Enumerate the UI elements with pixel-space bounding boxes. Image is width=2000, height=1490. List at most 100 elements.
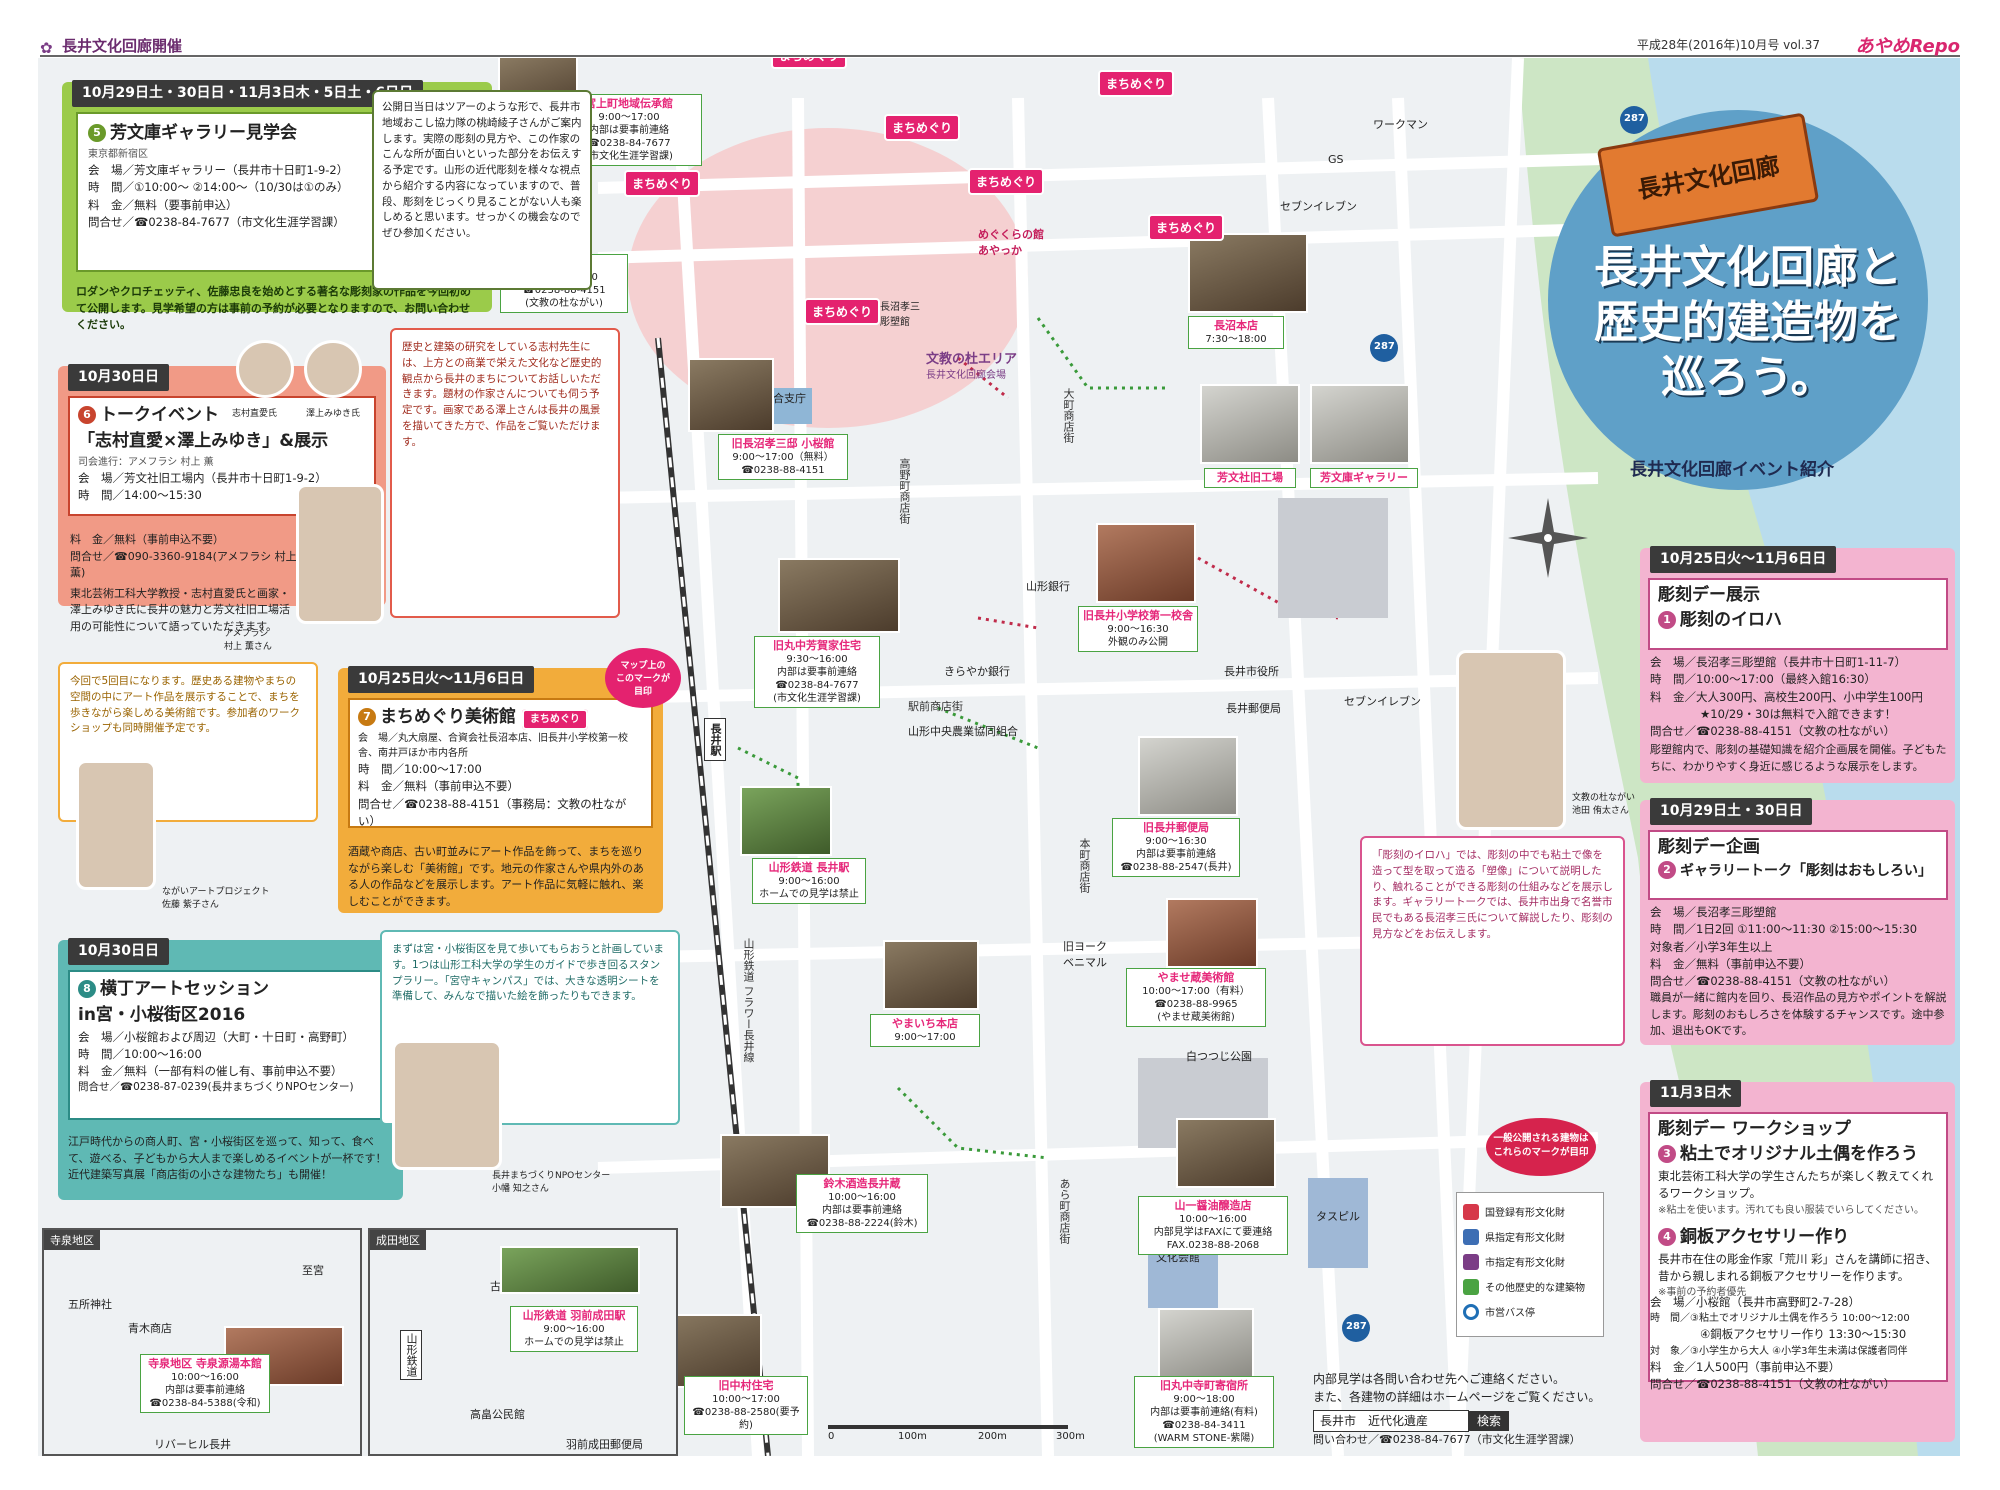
event-fee: 料 金／無料（要事前申込） [88,197,238,212]
street-takano: 高野町商店街 [898,458,911,524]
hero-title: 長井文化回廊と 歴史的建造物を 巡ろう。 [1588,240,1908,405]
event-6-note: 歴史と建築の研究をしている志村先生には、上方との商業で栄えた文化など歴史的観点か… [390,328,620,618]
building-hours: 10:00〜17:00（有料） [1142,986,1250,998]
building-info: 内部は要事前連絡 ☎0238-88-2547(長井) [1120,849,1232,874]
building-suzuki[interactable]: 鈴木酒造長井蔵 10:00〜16:00 内部は要事前連絡 ☎0238-88-22… [796,1174,928,1234]
event-venue: 会 場／小桜館および周辺（大町・十日町・高野町） [78,1029,354,1044]
photo-nagai-station [740,786,832,856]
street-aramachi: あら町商店街 [1058,1178,1071,1244]
building-terazumi[interactable]: 寺泉地区 寺泉源湯本館 10:00〜16:00 内部は要事前連絡 ☎0238-8… [140,1354,270,1414]
building-hours: 10:00〜16:00 [171,1372,239,1384]
event-moderator: 司会進行：アメフラシ 村上 薫 [78,456,214,468]
event-description: ロダンやクロチェッティ、佐藤忠良を始めとする著名な彫刻家の作品を今回初めて公開し… [76,285,472,331]
place-nagasawa: 長沼孝三 彫塑館 [880,302,920,328]
building-info: 外観のみ公開 [1108,637,1168,649]
building-teramachi[interactable]: 旧丸中寺町寄宿所 9:00〜18:00 内部は要事前連絡(有料) ☎0238-8… [1134,1376,1274,1449]
photo-hobunsha-factory [1200,384,1300,464]
building-yamaichi-shoyu[interactable]: 山一醤油醸造店 10:00〜16:00 内部見学はFAXにて要連絡 FAX.02… [1138,1196,1288,1256]
building-post-old[interactable]: 旧長井郵便局 9:00〜16:30 内部は要事前連絡 ☎0238-88-2547… [1112,818,1240,878]
route-287-markers [1342,106,1648,1342]
event-time: 時 間／14:00〜15:30 [78,487,202,502]
place-kyu-york: 旧ヨーク ベニマル [1063,940,1107,969]
event-desc-4: 長井市在住の彫金作家「荒川 彩」さんを講師に招き、昔から親しまれる銅板アクセサリ… [1658,1251,1937,1284]
event-title: ギャラリートーク「彫刻はおもしろい」 [1680,863,1932,880]
avatar-murakami [296,484,384,624]
legend-item: 市営バス停 [1463,1299,1597,1324]
event-date: 10月30日日 [68,938,169,965]
building-hobunko-gallery[interactable]: 芳文庫ギャラリー [1310,468,1418,489]
building-nakamura[interactable]: 旧中村住宅 10:00〜17:00 ☎0238-88-2580(要予約) [684,1376,808,1436]
machimeguri-tag: まちめぐり [1148,214,1225,241]
event-fee: 料 金／無料（事前申込不要） [70,533,224,546]
compass-rose [1508,498,1588,578]
event-venue: 会 場／芳文社旧工場内（長井市十日町1-9-2） [78,470,327,485]
building-haga[interactable]: 旧丸中芳賀家住宅 9:30〜16:00 内部は要事前連絡 ☎0238-84-76… [754,636,880,709]
event-contact: 問合せ／☎0238-87-0239(長井まちづくりNPOセンター) [78,1081,354,1094]
speaker-1-caption: 志村直愛氏 [232,409,278,419]
building-name: 寺泉地区 寺泉源湯本館 [148,1357,262,1370]
building-info: ☎0238-88-2580(要予約) [692,1407,800,1432]
event-r2-note: 「彫刻のイロハ」では、彫刻の中でも粘土で像を造って型を取って造る「塑像」について… [1360,836,1625,1046]
building-yamaichi[interactable]: やまいち本店 9:00〜17:00 [870,1014,980,1048]
building-hours: 7:30〜18:00 [1205,334,1267,346]
building-hours: 9:00〜16:30 [1107,624,1169,636]
event-title: 銅板アクセサリー作り [1680,1226,1850,1247]
tasupiru-block [1308,1178,1368,1268]
event-details: 会 場／長沼孝三彫塑館（長井市十日町1-11-7） 時 間／10:00〜17:0… [1650,654,1950,740]
bus-stop-icon [1463,1303,1479,1320]
event-details: 会 場／長沼孝三彫塑館 時 間／1日2回 ①11:00〜11:30 ②15:00… [1650,904,1950,990]
place-noukyo: 山形中央農業協同組合 [908,725,1018,738]
event-fee: 料 金／1人500円（事前申込不要） [1650,1359,1841,1374]
event-description: 料 金／無料（事前申込不要） 問合せ／☎090-3360-9184(アメフラシ … [70,532,298,635]
building-nagai-station[interactable]: 山形鉄道 長井駅 9:00〜16:00 ホームでの見学は禁止 [752,858,866,905]
legend-swatch-icon [1463,1228,1479,1245]
event-venue: 会 場／芳文庫ギャラリー（長井市十日町1-9-2） [88,163,349,178]
inset-label: 高畠公民館 [470,1408,525,1421]
machimeguri-badge: まちめぐり [521,709,588,730]
building-info: ☎0238-88-4151 (文教の杜ながい) [522,285,606,310]
building-name: 芳文庫ギャラリー [1320,471,1408,484]
building-yamase[interactable]: やませ蔵美術館 10:00〜17:00（有料） ☎0238-88-9965 (や… [1126,968,1266,1028]
building-narita-station[interactable]: 山形鉄道 羽前成田駅 9:00〜16:00 ホームでの見学は禁止 [510,1306,638,1353]
place-kirayaka-bank: きらやか銀行 [944,665,1010,678]
inset-label: 至宮 [302,1264,324,1277]
avatar-ikeda [1456,650,1566,830]
building-old-school[interactable]: 旧長井小学校第一校舎 9:00〜16:30 外観のみ公開 [1078,606,1198,653]
event-subtitle: 東京都新宿区 [88,149,148,161]
place-post: 長井郵便局 [1226,702,1281,715]
event-desc-3: 東北芸術工科大学の学生さんたちが楽しく教えてくれるワークショップ。 [1658,1169,1934,1201]
machimeguri-tag: まちめぐり [804,298,881,325]
event-time-2: ④銅板アクセサリー作り 13:30〜15:30 [1700,1327,1907,1342]
avatar-sato [76,760,156,890]
event-venue: 会 場／小桜館（長井市高野町2-7-28） [1650,1295,1861,1309]
search-box[interactable]: 長井市 近代化遺産 [1313,1410,1470,1432]
event-fee: 料 金／無料（一部有料の催し有、事前申込不要） [78,1064,343,1079]
legend-item: 市指定有形文化財 [1463,1249,1597,1274]
building-name: 鈴木酒造長井蔵 [823,1177,901,1190]
building-name: 旧長沼孝三邸 小桜館 [731,437,835,450]
building-kozakura[interactable]: 旧長沼孝三邸 小桜館 9:00〜17:00（無料） ☎0238-88-4151 [718,434,848,481]
event-title: まちめぐり美術館 [380,707,516,727]
event-header: 彫刻デー展示 [1658,585,1760,605]
building-hobunsha-factory[interactable]: 芳文社旧工場 [1204,468,1296,489]
event-number-badge: 2 [1658,861,1676,880]
building-hours: 10:00〜17:00 [712,1394,780,1406]
inset-title: 成田地区 [370,1230,426,1250]
event-5-note: 公開日当日はツアーのような形で、長井市地域おこし協力隊の桃崎綾子さんがご案内しま… [372,90,592,290]
building-info: 内部は要事前連絡 ☎0238-88-2224(鈴木) [806,1205,918,1230]
map-mark-bubble: マップ上の このマークが 目印 [605,648,681,708]
building-info: ☎0238-88-9965 (やませ蔵美術館) [1154,999,1238,1024]
building-name: 山一醤油醸造店 [1174,1199,1252,1212]
event-description: 江戸時代からの商人町、宮・小桜街区を巡って、知って、食べて、遊べる、子どもから大… [68,1135,387,1181]
building-naganuma[interactable]: 長沼本店 7:30〜18:00 [1188,316,1284,350]
search-button[interactable]: 検索 [1469,1411,1510,1431]
hero-title-line: 歴史的建造物を [1594,297,1902,348]
avatar-sawakami [304,340,362,398]
event-desc-text: 東北芸術工科大学教授・志村直愛氏と画家・澤上みゆき氏に長井の魅力と芳文社旧工場活… [70,586,290,633]
machimeguri-tag: まちめぐり [884,114,961,141]
event-date: 10月29日土・30日日 [1650,798,1813,825]
legend-swatch-icon [1463,1203,1479,1220]
